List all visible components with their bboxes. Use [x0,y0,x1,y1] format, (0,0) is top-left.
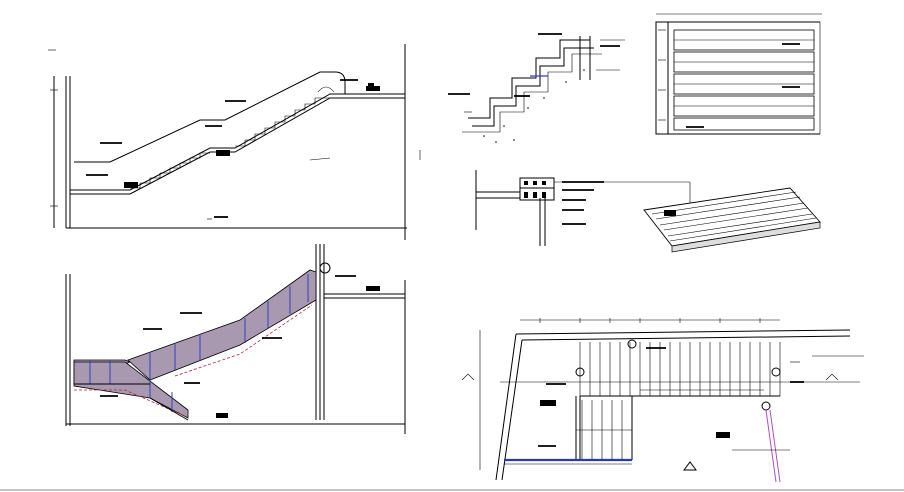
view-tread-plan [655,13,822,135]
view-stair-section-upper [48,44,421,240]
view-stair-section-lower [65,244,406,434]
view-stair-plan [461,318,864,483]
view-tread-isometric [643,187,821,253]
view-step-detail [448,33,625,143]
view-nosing-detail [475,170,691,246]
